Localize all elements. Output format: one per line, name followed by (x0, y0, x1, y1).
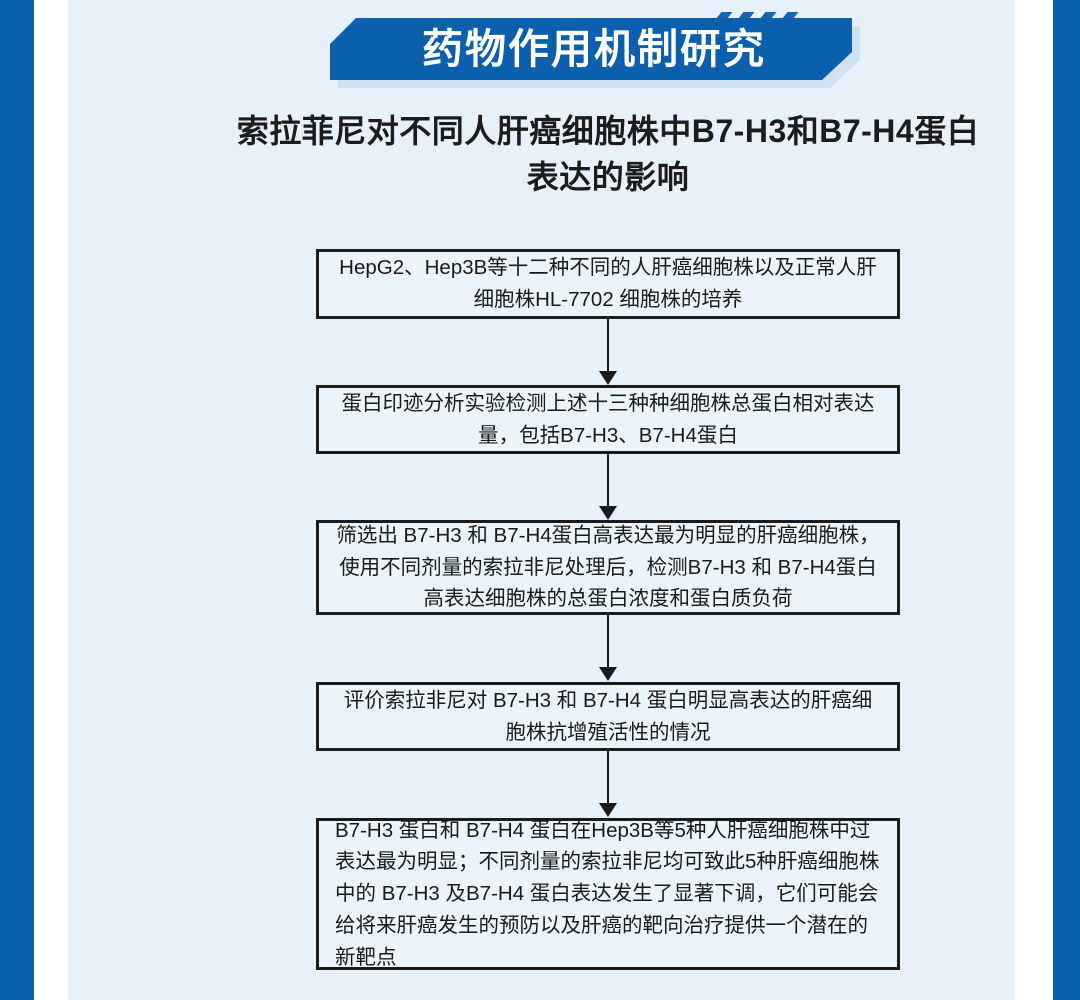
connector-line (607, 319, 609, 373)
header-banner: 药物作用机制研究 (330, 12, 860, 88)
page-title-line-2: 表达的影响 (526, 159, 690, 196)
flow-node-2: 蛋白印迹分析实验检测上述十三种种细胞株总蛋白相对表达量，包括B7-H3、B7-H… (316, 385, 900, 454)
banner-shape: 药物作用机制研究 (330, 18, 852, 80)
flow-connector-4 (316, 751, 900, 818)
page-title-line-1: 索拉菲尼对不同人肝癌细胞株中B7-H3和B7-H4蛋白 (236, 113, 980, 149)
banner-title: 药物作用机制研究 (422, 25, 766, 72)
right-blue-rail (1053, 0, 1080, 1000)
arrow-down-icon (599, 667, 617, 681)
flow-node-1: HepG2、Hep3B等十二种不同的人肝癌细胞株以及正常人肝细胞株HL-7702… (316, 249, 900, 319)
flow-connector-2 (316, 454, 900, 520)
arrow-down-icon (599, 506, 617, 520)
flow-connector-1 (316, 319, 900, 385)
flow-node-4: 评价索拉非尼对 B7-H3 和 B7-H4 蛋白明显高表达的肝癌细胞株抗增殖活性… (316, 682, 900, 751)
flowchart: HepG2、Hep3B等十二种不同的人肝癌细胞株以及正常人肝细胞株HL-7702… (316, 249, 900, 970)
connector-line (607, 751, 609, 805)
left-blue-rail (0, 0, 34, 1000)
arrow-down-icon (599, 371, 617, 385)
flow-node-3: 筛选出 B7-H3 和 B7-H4蛋白高表达最为明显的肝癌细胞株，使用不同剂量的… (316, 520, 900, 615)
flow-node-5: B7-H3 蛋白和 B7-H4 蛋白在Hep3B等5种人肝癌细胞株中过表达最为明… (316, 818, 900, 970)
content-canvas: 药物作用机制研究 索拉菲尼对不同人肝癌细胞株中B7-H3和B7-H4蛋白 表达的… (68, 0, 1014, 1000)
page-title: 索拉菲尼对不同人肝癌细胞株中B7-H3和B7-H4蛋白 表达的影响 (168, 108, 1048, 201)
arrow-down-icon (599, 803, 617, 817)
flow-node-5-text: B7-H3 蛋白和 B7-H4 蛋白在Hep3B等5种人肝癌细胞株中过表达最为明… (335, 818, 880, 969)
flow-node-1-text: HepG2、Hep3B等十二种不同的人肝癌细胞株以及正常人肝细胞株HL-7702… (339, 256, 877, 311)
flow-node-3-text: 筛选出 B7-H3 和 B7-H4蛋白高表达最为明显的肝癌细胞株，使用不同剂量的… (336, 523, 880, 611)
connector-line (607, 615, 609, 669)
flow-node-4-text: 评价索拉非尼对 B7-H3 和 B7-H4 蛋白明显高表达的肝癌细胞株抗增殖活性… (343, 688, 873, 744)
flow-node-2-text: 蛋白印迹分析实验检测上述十三种种细胞株总蛋白相对表达量，包括B7-H3、B7-H… (341, 391, 875, 447)
flow-connector-3 (316, 615, 900, 682)
connector-line (607, 454, 609, 508)
